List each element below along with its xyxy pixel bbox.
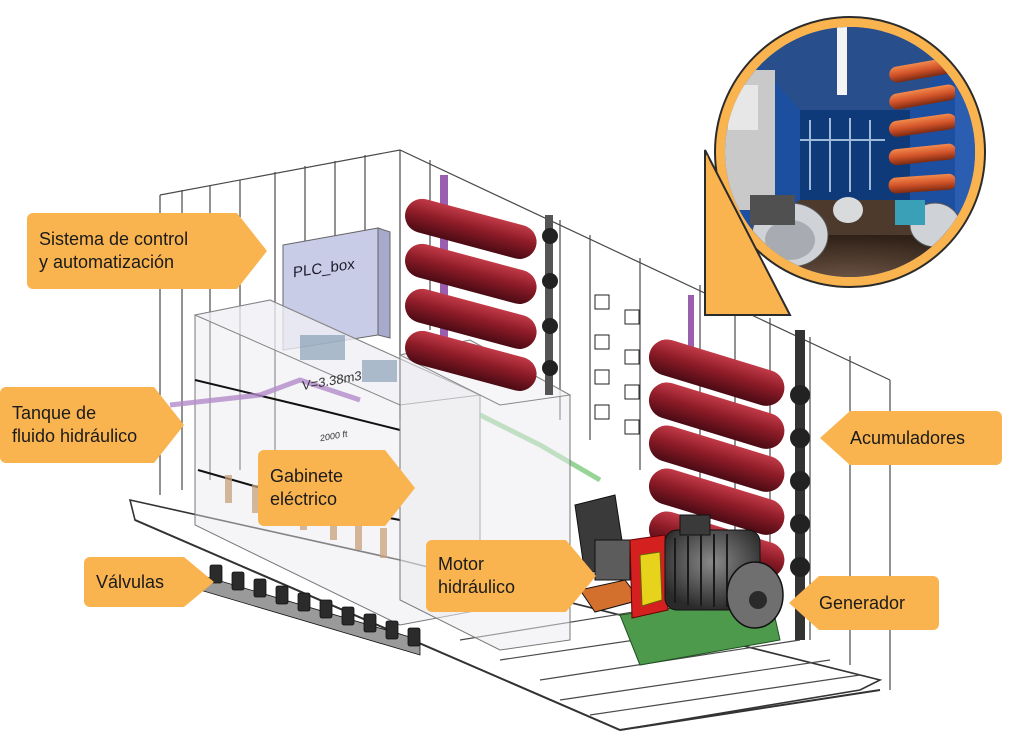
callout-motor-line2: hidráulico [438, 577, 516, 597]
hydraulic-motor [574, 494, 641, 613]
callout-tank: Tanque de fluido hidráulico [0, 387, 184, 463]
valve-row [199, 564, 421, 656]
photo-inset [704, 16, 986, 316]
callout-valves: Válvulas [84, 557, 214, 607]
callout-valves-label: Válvulas [96, 571, 165, 592]
manifold [594, 294, 640, 435]
callout-motor-line1: Motor [438, 554, 485, 574]
callout-tank-line2: fluido hidráulico [12, 426, 138, 446]
callout-cabinet: Gabinete eléctrico [258, 450, 415, 526]
callout-control-system: Sistema de control y automatización [27, 213, 267, 289]
callout-control-line1: Sistema de control [39, 229, 189, 249]
callout-accumulators-label: Acumuladores [850, 427, 966, 448]
callout-cabinet-line1: Gabinete [270, 466, 344, 486]
callout-accumulators: Acumuladores [820, 411, 1002, 465]
callout-control-line2: y automatización [39, 252, 175, 272]
callout-tank-line1: Tanque de [12, 403, 97, 423]
accumulators-back [405, 175, 558, 395]
callout-generator-label: Generador [819, 592, 906, 613]
generator [619, 514, 784, 666]
callout-motor: Motor hidráulico [426, 540, 596, 612]
callout-cabinet-line2: eléctrico [270, 489, 338, 509]
callout-generator: Generador [789, 576, 939, 630]
